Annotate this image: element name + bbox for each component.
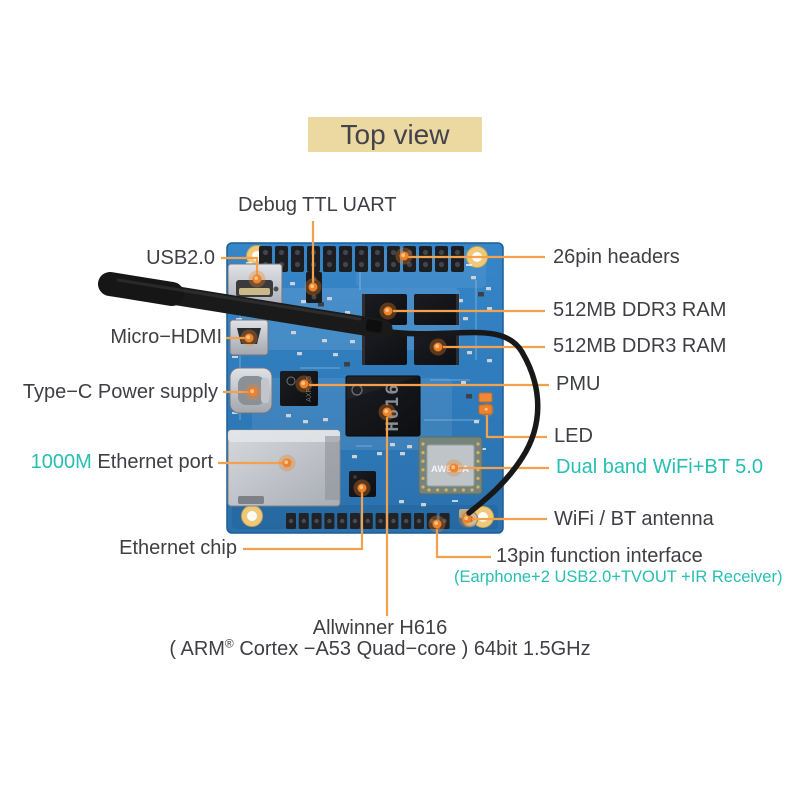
callout-debug-ttl-uart (304, 221, 322, 296)
callout-label-dual-band-wifi: Dual band WiFi+BT 5.0 (556, 456, 763, 478)
callout-dual-band-wifi (445, 459, 549, 477)
antenna-cable (380, 328, 541, 516)
callout-label-wifi-bt-antenna: WiFi / BT antenna (554, 508, 714, 530)
callout-label-ram-2: 512MB DDR3 RAM (553, 335, 727, 357)
ethernet-port (227, 429, 341, 507)
callout-pmu (295, 375, 549, 393)
callout-h616 (378, 403, 396, 616)
callout-label-pmu: PMU (556, 373, 601, 395)
callout-label-type-c-power: Type−C Power supply (22, 381, 218, 403)
callout-label-26pin-headers: 26pin headers (553, 246, 680, 268)
callout-label-ethernet-chip: Ethernet chip (119, 537, 237, 559)
ram-chip (362, 334, 407, 365)
antenna (98, 272, 541, 516)
callout-label-13pin-detail: (Earphone+2 USB2.0+TVOUT +IR Receiver) (454, 568, 783, 586)
page-title: Top view (308, 117, 482, 152)
registered-mark: ® (224, 636, 234, 651)
callout-ethernet-chip (243, 479, 371, 551)
led (478, 392, 493, 403)
callout-ram-1 (379, 302, 545, 320)
callout-micro-hdmi (226, 329, 258, 347)
soc-description: Allwinner H616 ( ARM® Cortex −A53 Quad−c… (60, 618, 700, 659)
soc-line1: Allwinner H616 (312, 617, 448, 639)
ethernet-port-text: Ethernet port (97, 451, 213, 473)
callout-ram-2 (429, 338, 545, 356)
mounting-hole (241, 505, 263, 527)
callout-label-ram-1: 512MB DDR3 RAM (553, 299, 727, 321)
callout-label-micro-hdmi: Micro−HDMI (110, 326, 222, 348)
callout-label-13pin-function: 13pin function interface (496, 545, 703, 567)
soc-line2: ( ARM® Cortex −A53 Quad−core ) 64bit 1.5… (169, 636, 591, 660)
callout-ethernet-port (218, 454, 296, 472)
callout-lines (218, 221, 549, 616)
callout-label-led: LED (554, 425, 593, 447)
callout-usb2 (221, 256, 266, 288)
callout-13pin-function (428, 515, 491, 559)
callout-wifi-bt-antenna (458, 510, 547, 528)
ethernet-speed: 1000M (30, 451, 92, 473)
callout-label-usb2: USB2.0 (146, 247, 215, 269)
callout-26pin-headers (395, 247, 545, 265)
13pin-header (286, 513, 450, 529)
ram-chip (414, 294, 459, 325)
mounting-hole (472, 506, 494, 528)
pmu-chip: AXP305 (280, 371, 318, 406)
pmu-chip-label: AXP305 (306, 376, 313, 402)
callout-type-c-power (223, 383, 262, 401)
callout-label-debug-ttl-uart: Debug TTL UART (238, 194, 397, 216)
callout-led (480, 403, 547, 439)
callout-label-ethernet-port: 1000M Ethernet port (31, 451, 213, 474)
